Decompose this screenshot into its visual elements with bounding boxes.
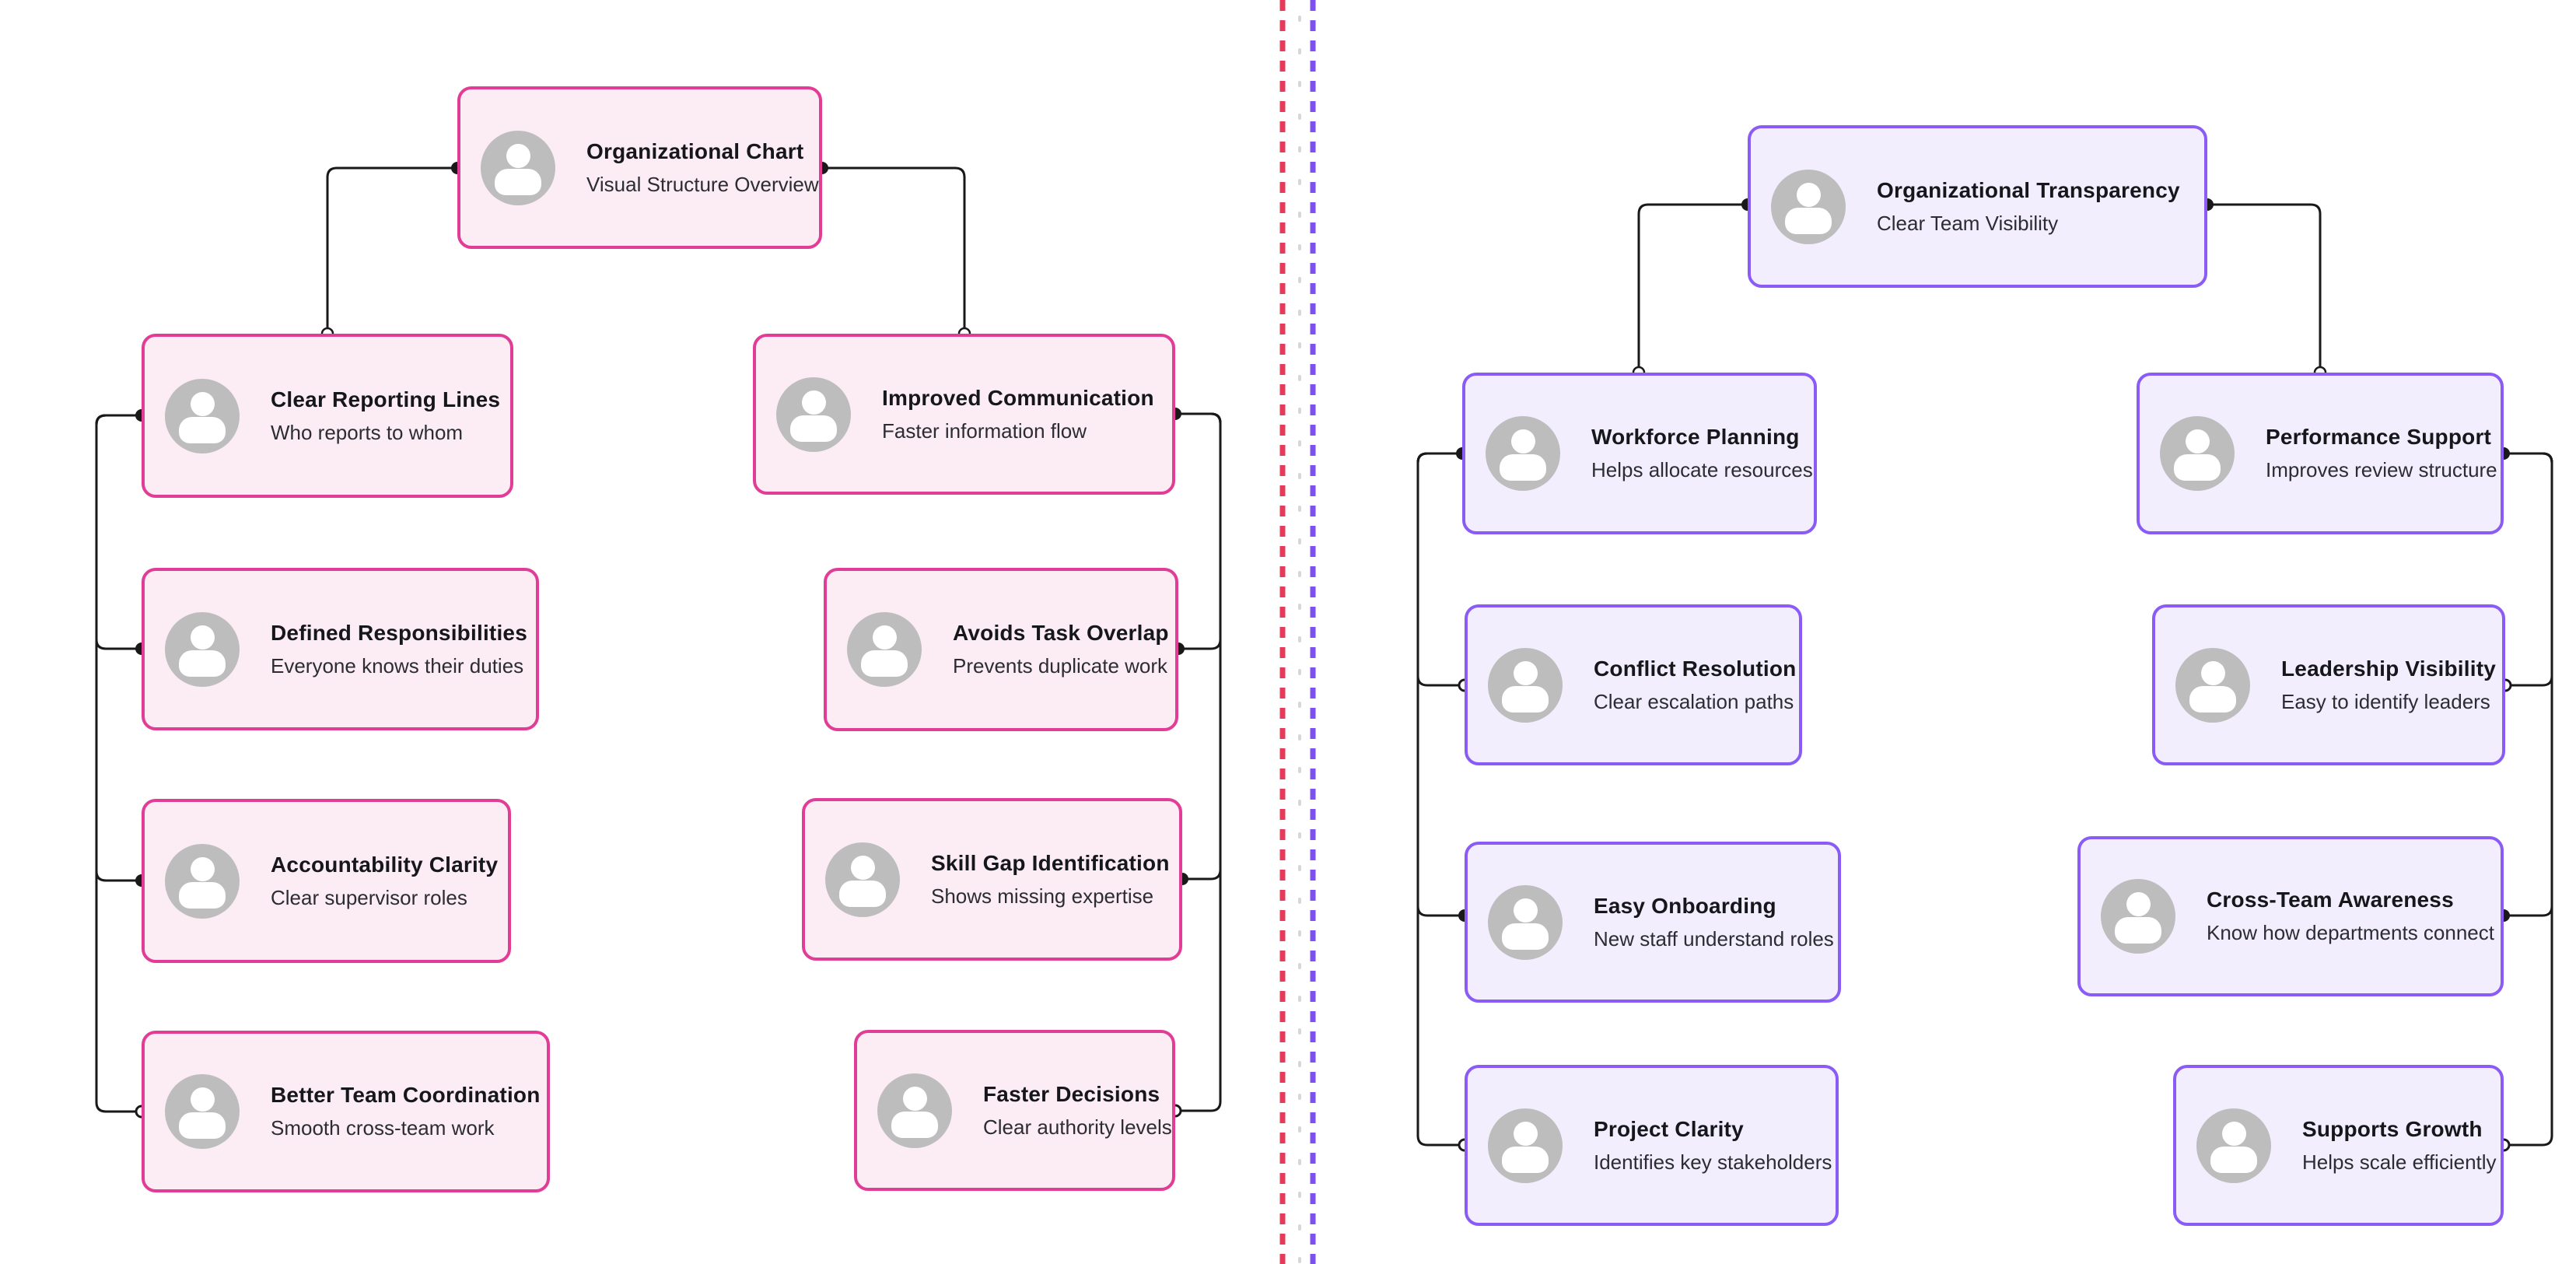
edge-ps-to-supports-growth [2504,452,2553,1147]
node-subtitle: Shows missing expertise [931,884,1154,908]
node-title: Leadership Visibility [2281,656,2496,681]
node-performance-support[interactable]: Performance Support Improves review stru… [2137,373,2504,534]
node-title: Avoids Task Overlap [953,621,1169,645]
person-avatar-icon [165,843,240,919]
node-title: Clear Reporting Lines [271,387,501,411]
node-supports-growth[interactable]: Supports Growth Helps scale efficiently [2173,1065,2504,1226]
edge-wp-to-conflict-resolution [1416,452,1465,687]
person-avatar-icon [2196,1108,2271,1183]
node-title: Defined Responsibilities [271,620,527,645]
node-title: Workforce Planning [1591,425,1800,449]
node-subtitle: Helps scale efficiently [2302,1150,2497,1174]
edge-ic-to-faster-decisions [1175,412,1222,1112]
edge-root-to-improved-communication [822,166,966,334]
node-defined-responsibilities[interactable]: Defined Responsibilities Everyone knows … [142,568,539,730]
node-title: Organizational Transparency [1877,177,2180,202]
node-subtitle: Everyone knows their duties [271,653,524,678]
node-better-team-coordination[interactable]: Better Team Coordination Smooth cross-te… [142,1031,550,1192]
person-avatar-icon [481,130,555,205]
person-avatar-icon [1488,647,1563,723]
node-subtitle: Clear authority levels [983,1115,1172,1139]
node-title: Faster Decisions [983,1081,1160,1106]
node-leadership-visibility[interactable]: Leadership Visibility Easy to identify l… [2152,604,2505,765]
node-subtitle: New staff understand roles [1594,926,1834,951]
edge-ps-to-leadership-visibility [2504,452,2553,687]
node-skill-gap-identification[interactable]: Skill Gap Identification Shows missing e… [802,798,1182,961]
node-easy-onboarding[interactable]: Easy Onboarding New staff understand rol… [1465,842,1841,1003]
node-subtitle: Prevents duplicate work [953,654,1168,678]
node-subtitle: Smooth cross-team work [271,1116,495,1140]
node-subtitle: Helps allocate resources [1591,458,1813,481]
person-avatar-icon [2175,647,2250,723]
node-subtitle: Clear supervisor roles [271,885,467,909]
person-avatar-icon [877,1073,952,1148]
node-improved-communication[interactable]: Improved Communication Faster informatio… [753,334,1175,495]
person-avatar-icon [825,842,900,917]
node-organizational-transparency[interactable]: Organizational Transparency Clear Team V… [1748,125,2207,288]
person-avatar-icon [165,1074,240,1149]
node-subtitle: Improves review structure [2266,458,2497,481]
person-avatar-icon [1488,884,1563,960]
node-title: Accountability Clarity [271,852,499,877]
node-subtitle: Clear escalation paths [1594,689,1794,713]
person-avatar-icon [1488,1108,1563,1183]
node-subtitle: Know how departments connect [2207,921,2494,944]
edge-ic-to-avoids-task-overlap [1175,412,1222,650]
edge-wp-to-project-clarity [1416,452,1465,1147]
node-title: Project Clarity [1594,1116,1744,1141]
edge-root-to-clear-reporting-lines [326,166,457,334]
node-cross-team-awareness[interactable]: Cross-Team Awareness Know how department… [2077,836,2504,996]
node-accountability-clarity[interactable]: Accountability Clarity Clear supervisor … [142,799,511,963]
person-avatar-icon [165,611,240,687]
node-subtitle: Who reports to whom [271,420,464,444]
node-faster-decisions[interactable]: Faster Decisions Clear authority levels [854,1030,1175,1191]
person-avatar-icon [2160,416,2235,491]
node-title: Supports Growth [2302,1116,2483,1141]
node-subtitle: Easy to identify leaders [2281,689,2490,713]
node-title: Skill Gap Identification [931,850,1170,875]
node-title: Improved Communication [882,385,1154,410]
node-project-clarity[interactable]: Project Clarity Identifies key stakehold… [1465,1065,1839,1226]
node-title: Cross-Team Awareness [2207,888,2454,912]
node-title: Better Team Coordination [271,1083,541,1107]
node-conflict-resolution[interactable]: Conflict Resolution Clear escalation pat… [1465,604,1802,765]
person-avatar-icon [1486,416,1560,491]
node-subtitle: Clear Team Visibility [1877,211,2059,235]
left-diagram-edges [95,166,1222,1113]
node-subtitle: Faster information flow [882,418,1087,443]
node-subtitle: Visual Structure Overview [586,172,819,196]
node-title: Performance Support [2266,425,2492,449]
person-avatar-icon [776,376,851,452]
node-title: Conflict Resolution [1594,656,1797,681]
person-avatar-icon [2101,879,2175,954]
node-avoids-task-overlap[interactable]: Avoids Task Overlap Prevents duplicate w… [824,568,1178,731]
node-title: Organizational Chart [586,138,804,163]
node-organizational-chart[interactable]: Organizational Chart Visual Structure Ov… [457,86,822,249]
person-avatar-icon [847,612,922,687]
edge-root-to-workforce-planning [1637,203,1748,373]
edge-root-to-performance-support [2207,203,2322,373]
node-workforce-planning[interactable]: Workforce Planning Helps allocate resour… [1462,373,1817,534]
node-subtitle: Identifies key stakeholders [1594,1150,1832,1174]
node-title: Easy Onboarding [1594,893,1776,918]
edge-crl-to-defined-responsibilities [95,414,142,650]
person-avatar-icon [1771,169,1846,244]
right-diagram-edges [1416,203,2553,1147]
node-clear-reporting-lines[interactable]: Clear Reporting Lines Who reports to who… [142,334,513,498]
person-avatar-icon [165,378,240,453]
edge-crl-to-better-team-coordination [95,414,142,1113]
frame-dividers [1279,0,1316,1264]
